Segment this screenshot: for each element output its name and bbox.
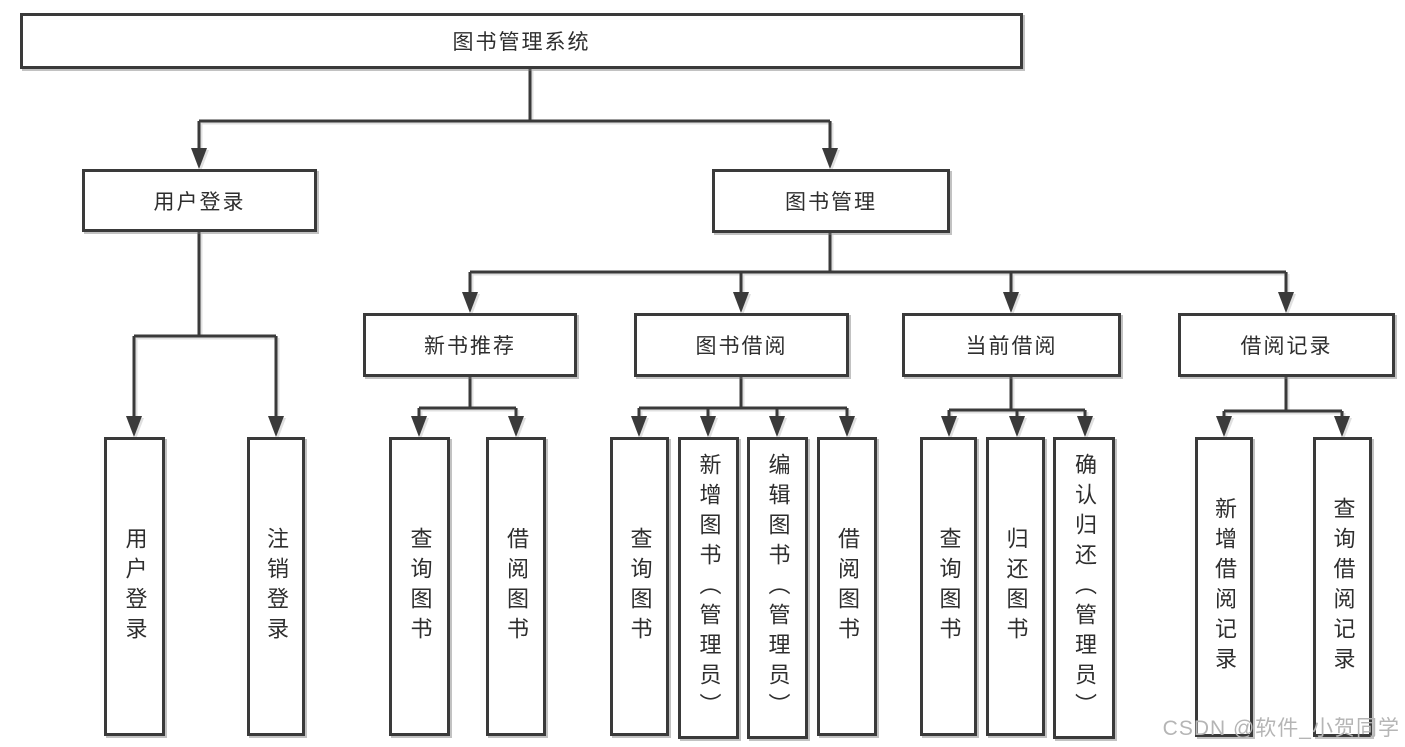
leaf-confirm-return-admin-label: 确认归还（管理员） (1072, 453, 1097, 723)
leaf-edit-books-admin-label: 编辑图书（管理员） (765, 453, 791, 723)
node-book-management: 图书管理 (712, 169, 950, 233)
leaf-borrow-books-recommend-label: 借阅图书 (504, 526, 529, 647)
leaf-return-books-label: 归还图书 (1003, 526, 1029, 647)
leaf-query-books-current-label: 查询图书 (936, 526, 962, 647)
node-root-library-system: 图书管理系统 (20, 13, 1023, 69)
leaf-query-books-current: 查询图书 (920, 437, 977, 736)
leaf-borrow-books-recommend: 借阅图书 (486, 437, 546, 736)
leaf-user-login-label: 用户登录 (122, 526, 148, 647)
leaf-query-borrow-record: 查询借阅记录 (1313, 437, 1372, 737)
node-user-login-label: 用户登录 (153, 190, 246, 214)
connector-root-to-level2 (191, 69, 838, 169)
leaf-query-books-borrow: 查询图书 (610, 437, 669, 736)
leaf-add-books-admin: 新增图书（管理员） (678, 437, 739, 739)
leaf-edit-books-admin: 编辑图书（管理员） (747, 437, 808, 739)
leaf-borrow-books: 借阅图书 (817, 437, 877, 736)
node-book-borrow: 图书借阅 (634, 313, 849, 377)
leaf-logout: 注销登录 (247, 437, 305, 736)
connector-book-borrow-to-leaves (631, 377, 855, 437)
node-current-borrow-label: 当前借阅 (965, 335, 1058, 358)
connector-borrow-record-to-leaves (1216, 377, 1350, 437)
leaf-add-books-admin-label: 新增图书（管理员） (696, 453, 722, 723)
leaf-logout-label: 注销登录 (264, 526, 289, 647)
leaf-borrow-books-label: 借阅图书 (835, 526, 860, 647)
leaf-query-books-recommend: 查询图书 (389, 437, 450, 736)
node-new-book-recommend: 新书推荐 (363, 313, 577, 377)
leaf-return-books: 归还图书 (986, 437, 1045, 736)
node-borrow-record-label: 借阅记录 (1240, 335, 1333, 358)
connector-book-management-to-level3 (462, 233, 1294, 313)
node-user-login: 用户登录 (82, 169, 317, 232)
connector-current-borrow-to-leaves (941, 377, 1093, 437)
connector-user-login-to-leaves (126, 232, 284, 437)
connector-new-book-to-leaves (411, 377, 524, 437)
leaf-query-borrow-record-label: 查询借阅记录 (1330, 497, 1356, 677)
node-borrow-record: 借阅记录 (1178, 313, 1395, 377)
leaf-user-login: 用户登录 (104, 437, 165, 736)
node-root-label: 图书管理系统 (452, 31, 591, 54)
node-new-book-recommend-label: 新书推荐 (424, 335, 516, 358)
node-book-borrow-label: 图书借阅 (695, 335, 788, 358)
node-book-management-label: 图书管理 (785, 191, 877, 214)
node-current-borrow: 当前借阅 (902, 313, 1121, 377)
leaf-add-borrow-record-label: 新增借阅记录 (1212, 497, 1237, 677)
csdn-watermark: CSDN @软件_小贺同学 (1162, 717, 1400, 740)
leaf-query-books-borrow-label: 查询图书 (627, 526, 653, 647)
leaf-query-books-recommend-label: 查询图书 (407, 526, 433, 647)
leaf-add-borrow-record: 新增借阅记录 (1195, 437, 1253, 737)
leaf-confirm-return-admin: 确认归还（管理员） (1053, 437, 1115, 739)
